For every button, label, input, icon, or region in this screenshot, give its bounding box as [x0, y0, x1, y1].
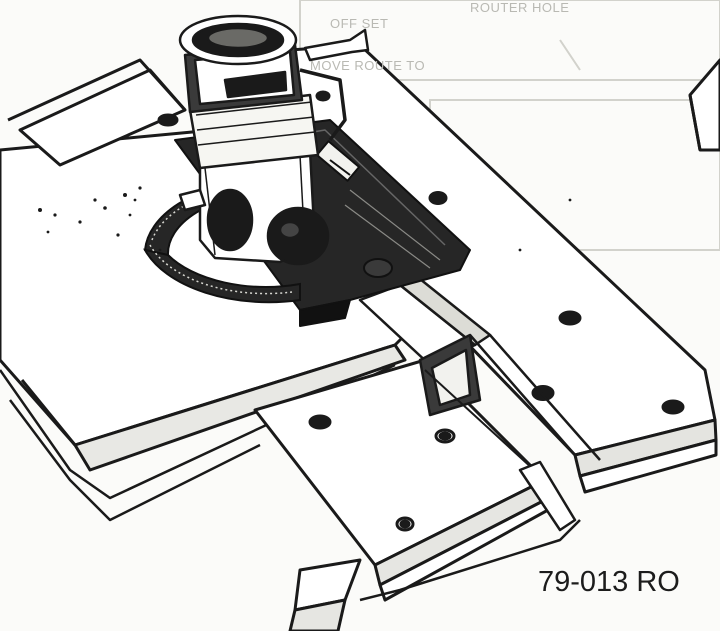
- right-rail-board: [288, 43, 718, 494]
- slide-track: [358, 273, 601, 532]
- router-motor: [178, 14, 370, 266]
- figure-caption: 79-013 RO: [538, 566, 680, 598]
- bleed-text-move-route: MOVE ROUTE TO: [310, 58, 426, 73]
- bleed-text-offset: OFF SET: [330, 16, 389, 31]
- clipped-box: [688, 58, 720, 152]
- sawdust: [38, 186, 572, 252]
- lower-front-board: [253, 358, 581, 631]
- bleed-text-router-hole: ROUTER HOLE: [470, 0, 570, 15]
